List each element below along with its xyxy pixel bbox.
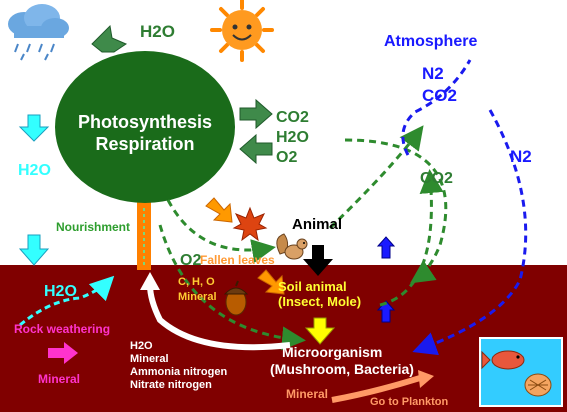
- plankton-sea-panel: [479, 337, 563, 407]
- label-h2o-top: H2O: [140, 22, 175, 41]
- label-respiration: Respiration: [95, 134, 194, 154]
- arrow-to-soil-animal: [257, 269, 285, 295]
- label-mineral-bottom: Mineral: [286, 387, 328, 401]
- label-go-to-plankton: Go to Plankton: [370, 396, 449, 408]
- label-co2-top: CO2: [422, 86, 457, 105]
- label-nutrient-mineral: Mineral: [130, 353, 169, 365]
- label-soil-animal-sub: (Insect, Mole): [278, 294, 361, 309]
- label-nutrient-h2o: H2O: [130, 340, 153, 352]
- label-microorganism-sub: (Mushroom, Bacteria): [270, 361, 414, 377]
- flow-animal-to-sky: [328, 125, 424, 230]
- arrow-plankton-head: [418, 370, 434, 388]
- arrow-up-right: [376, 236, 396, 259]
- cloud-rain-icon: [8, 4, 69, 61]
- label-co2-right: CO2: [276, 109, 309, 126]
- fish-icon: [481, 350, 525, 370]
- label-o2-fallen: O2: [180, 252, 201, 269]
- label-fallen-leaves: Fallen leaves: [200, 253, 275, 267]
- tree-crown: [55, 51, 235, 203]
- label-h2o-right: H2O: [276, 129, 309, 146]
- flow-nutrients-to-tree: [147, 284, 291, 351]
- label-rock-weathering: Rock weathering: [14, 322, 110, 336]
- arrow-white-head: [140, 272, 160, 290]
- label-mineral-pink: Mineral: [38, 372, 80, 386]
- arrow-rock-to-mineral: [48, 342, 78, 364]
- sun-icon: [210, 0, 274, 62]
- label-atmosphere: Atmosphere: [384, 33, 477, 50]
- acorn-icon: [223, 280, 249, 316]
- tree-trunk: [137, 190, 151, 270]
- maple-leaf-icon: [232, 206, 268, 242]
- arrow-animal-down: [303, 245, 333, 276]
- label-microorganism: Microorganism: [282, 344, 382, 360]
- flow-water-in-soil: [19, 275, 115, 327]
- label-n2-right: N2: [510, 147, 532, 166]
- label-nutrient-ammonia: Ammonia nitrogen: [130, 366, 227, 378]
- label-h2o-soil: H2O: [44, 283, 77, 300]
- label-mineral-soil: Mineral: [178, 291, 217, 303]
- label-o2-right: O2: [276, 149, 297, 166]
- squirrel-icon: [276, 233, 308, 260]
- arrow-h2o-up: [91, 24, 128, 53]
- label-nourishment: Nourishment: [56, 220, 130, 234]
- label-nutrient-nitrate: Nitrate nitrogen: [130, 379, 212, 391]
- flow-micro-to-co2: [379, 169, 444, 307]
- flow-n2-to-sky: [401, 59, 472, 156]
- arrow-water-down: [18, 234, 50, 266]
- label-animal: Animal: [292, 216, 342, 233]
- arrow-up-mid: [376, 300, 396, 323]
- label-photosynthesis: Photosynthesis: [78, 112, 212, 132]
- flow-to-plankton: [331, 375, 421, 403]
- arrow-o2-in: [239, 133, 273, 165]
- arrow-leaves-fall: [205, 197, 233, 223]
- arrow-co2-out: [239, 98, 273, 130]
- label-cho: C, H, O: [178, 276, 215, 288]
- label-n2-top: N2: [422, 64, 444, 83]
- shell-icon: [524, 373, 552, 397]
- arrow-rain-down: [18, 114, 50, 142]
- flow-co2-arc: [344, 138, 448, 284]
- arrow-soil-to-micro: [304, 317, 336, 345]
- label-soil-animal: Soil animal: [278, 279, 347, 294]
- label-co2-mid: CO2: [420, 170, 453, 187]
- flow-leaves-to-animal: [166, 199, 276, 263]
- label-h2o-left: H2O: [18, 162, 51, 179]
- flow-root-to-micro: [158, 224, 306, 351]
